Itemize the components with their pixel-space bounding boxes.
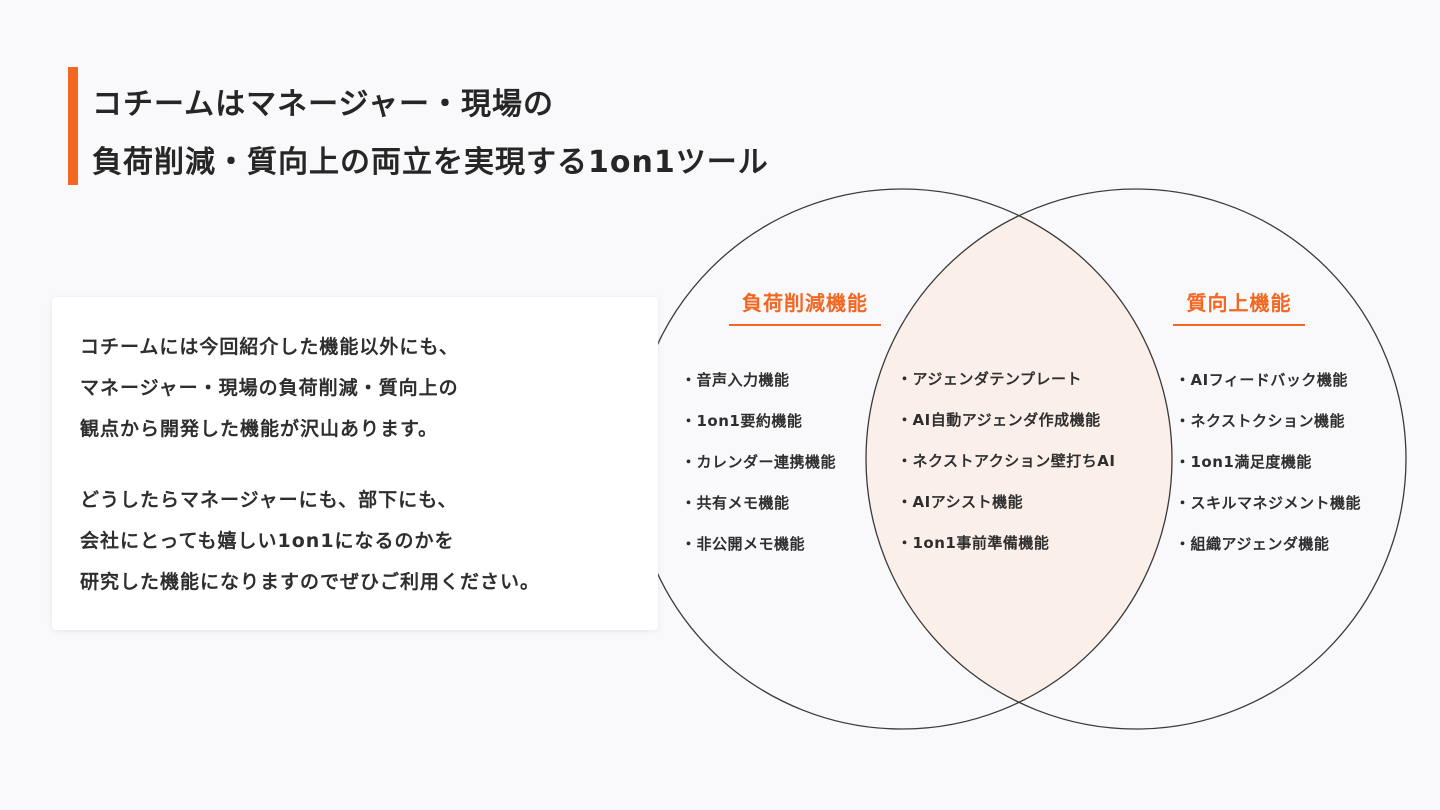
feature-item: ・AIフィードバック機能: [1175, 371, 1348, 389]
info-line: 観点から開発した機能が沢山あります。: [80, 418, 439, 440]
overlap-feature-list: ・アジェンダテンプレート ・AI自動アジェンダ作成機能 ・ネクストアクション壁打…: [897, 359, 1116, 564]
feature-item: ・AIアシスト機能: [897, 493, 1024, 511]
venn-overlap-region: [866, 189, 1172, 729]
feature-item: ・1on1満足度機能: [1175, 453, 1312, 471]
info-paragraph-1: コチームには今回紹介した機能以外にも、 マネージャー・現場の負荷削減・質向上の …: [80, 327, 459, 450]
feature-item: ・ネクストクション機能: [1175, 412, 1346, 430]
title-accent-bar: [68, 67, 78, 185]
quality-improvement-feature-list: ・AIフィードバック機能 ・ネクストクション機能 ・1on1満足度機能 ・スキル…: [1175, 360, 1361, 565]
venn-label-load-reduction: 負荷削減機能: [729, 287, 881, 326]
feature-item: ・組織アジェンダ機能: [1175, 535, 1330, 553]
venn-label-quality-improvement: 質向上機能: [1173, 287, 1305, 326]
info-line: 会社にとっても嬉しい1on1になるのかを: [80, 530, 455, 552]
feature-item: ・スキルマネジメント機能: [1175, 494, 1362, 512]
venn-circle-right: [865, 188, 1407, 730]
info-card: コチームには今回紹介した機能以外にも、 マネージャー・現場の負荷削減・質向上の …: [52, 297, 658, 630]
page-title-line-2: 負荷削減・質向上の両立を実現する1on1ツール: [92, 145, 769, 180]
info-paragraph-2: どうしたらマネージャーにも、部下にも、 会社にとっても嬉しい1on1になるのかを…: [80, 480, 540, 603]
info-line: どうしたらマネージャーにも、部下にも、: [80, 489, 458, 511]
feature-item: ・1on1事前準備機能: [897, 534, 1050, 552]
page-title: コチームはマネージャー・現場の 負荷削減・質向上の両立を実現する1on1ツール: [68, 67, 1068, 185]
feature-item: ・非公開メモ機能: [681, 535, 806, 553]
info-line: マネージャー・現場の負荷削減・質向上の: [80, 377, 459, 399]
feature-item: ・AI自動アジェンダ作成機能: [897, 411, 1101, 429]
info-line: コチームには今回紹介した機能以外にも、: [80, 336, 459, 358]
feature-item: ・音声入力機能: [681, 371, 790, 389]
load-reduction-feature-list: ・音声入力機能 ・1on1要約機能 ・カレンダー連携機能 ・共有メモ機能 ・非公…: [681, 360, 836, 565]
feature-item: ・1on1要約機能: [681, 412, 803, 430]
feature-item: ・共有メモ機能: [681, 494, 790, 512]
feature-item: ・ネクストアクション壁打ちAI: [897, 452, 1116, 470]
feature-item: ・カレンダー連携機能: [681, 453, 837, 471]
feature-item: ・アジェンダテンプレート: [897, 370, 1082, 388]
page-title-line-1: コチームはマネージャー・現場の: [92, 87, 554, 122]
info-line: 研究した機能になりますのでぜひご利用ください。: [80, 571, 541, 593]
